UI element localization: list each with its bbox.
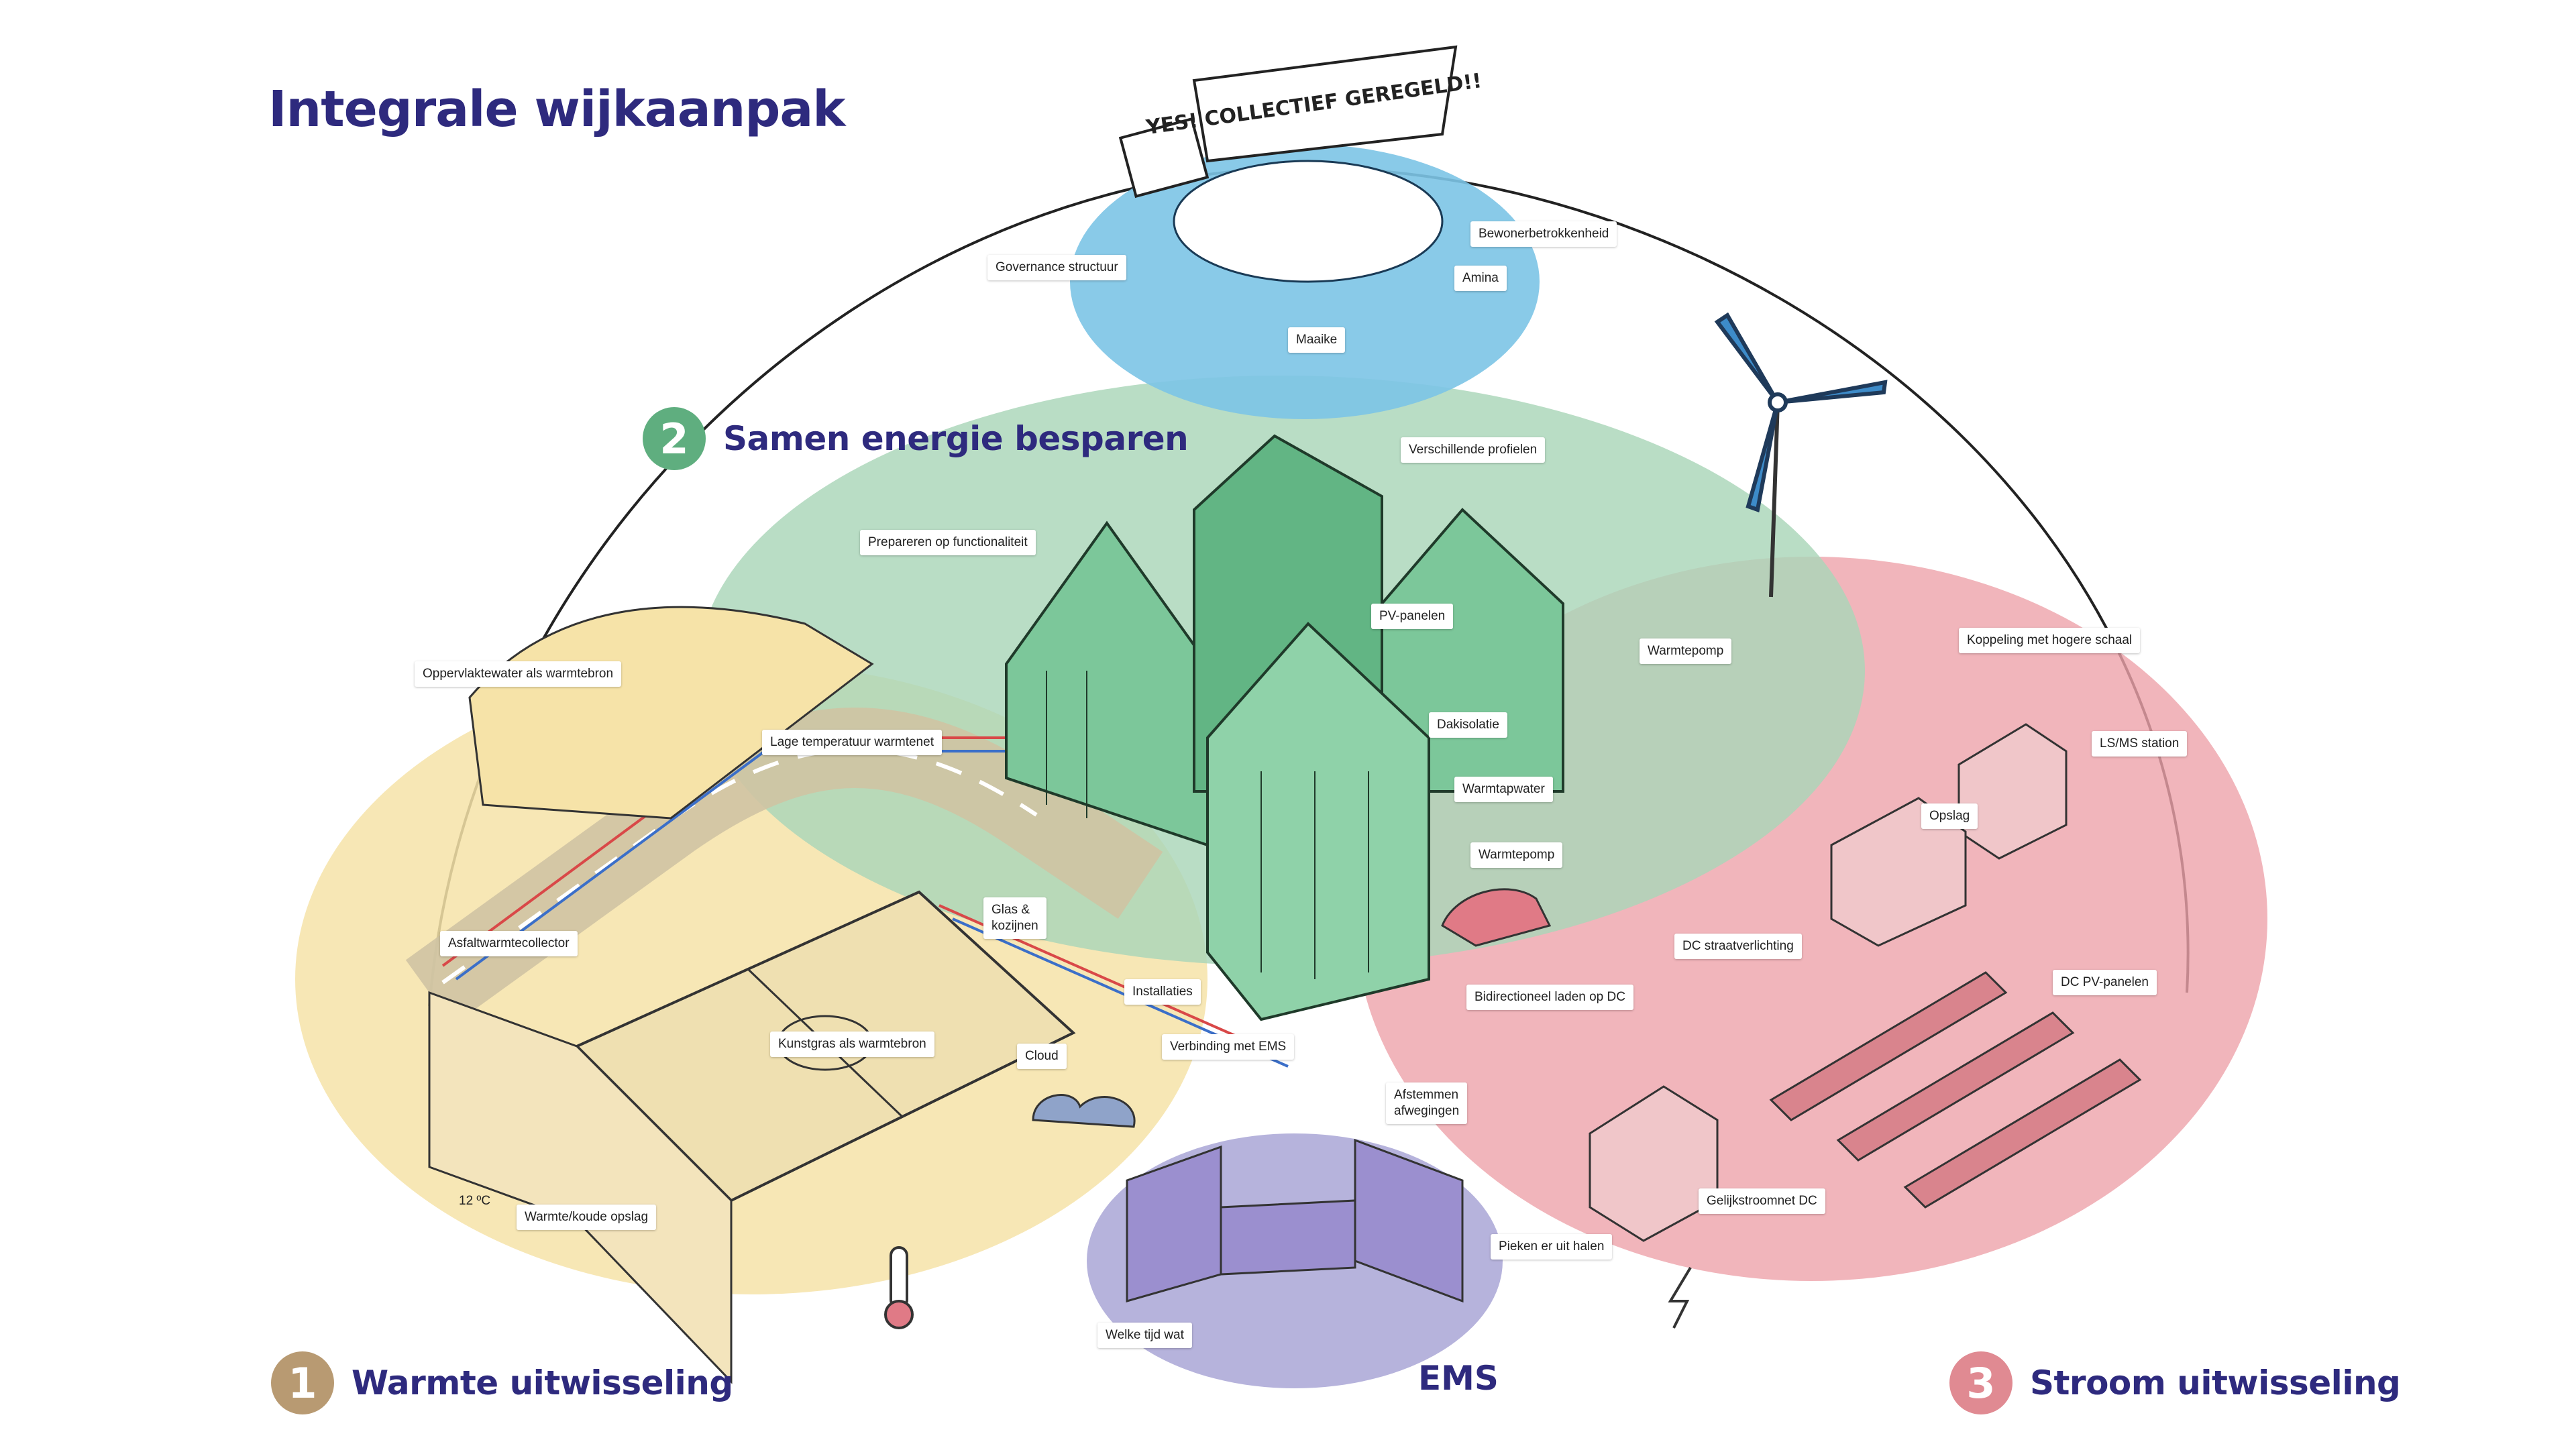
- label-warmtepomp-mid: Warmtepomp: [1470, 842, 1563, 868]
- cloud-icon: [1032, 1094, 1136, 1128]
- label-lage-temp: Lage temperatuur warmtenet: [762, 730, 942, 755]
- label-cloud: Cloud: [1017, 1044, 1067, 1069]
- label-glas: Glas & kozijnen: [983, 897, 1046, 939]
- label-amina: Amina: [1454, 266, 1507, 291]
- label-pieken: Pieken er uit halen: [1491, 1234, 1613, 1260]
- section-energy-saving: 2 Samen energie besparen: [643, 407, 1189, 470]
- section-number: 1: [271, 1351, 334, 1414]
- label-warmtepomp-top: Warmtepomp: [1640, 638, 1732, 664]
- label-afstemmen: Afstemmen afwegingen: [1386, 1082, 1468, 1124]
- label-lsms: LS/MS station: [2092, 731, 2188, 757]
- label-asfalt: Asfaltwarmtecollector: [440, 931, 578, 956]
- ems-console: [1126, 1138, 1464, 1303]
- page-title: Integrale wijkaanpak: [268, 80, 845, 138]
- ems-label: EMS: [1418, 1359, 1499, 1398]
- label-installaties: Installaties: [1124, 979, 1201, 1005]
- storage-boxes: [1589, 723, 2068, 1242]
- buildings: [1005, 434, 1564, 1021]
- hill: [468, 606, 874, 820]
- label-opslag: Opslag: [1921, 803, 1978, 829]
- label-oppervlakte: Oppervlaktewater als warmtebron: [415, 661, 622, 687]
- crowd-banner: [1118, 45, 1458, 199]
- section-power-exchange: 3 Stroom uitwisseling: [1949, 1351, 2401, 1414]
- label-warmtapwater: Warmtapwater: [1454, 777, 1553, 802]
- label-prepareren: Prepareren op functionaliteit: [860, 530, 1036, 555]
- label-verbinding: Verbinding met EMS: [1162, 1034, 1295, 1060]
- label-koppeling: Koppeling met hogere schaal: [1959, 628, 2141, 653]
- crowd: [1173, 160, 1444, 283]
- lightning-icon: [1668, 1266, 1692, 1329]
- label-gelijkstroom: Gelijkstroomnet DC: [1699, 1188, 1825, 1214]
- section-label: Stroom uitwisseling: [2030, 1363, 2401, 1402]
- section-label: Warmte uitwisseling: [352, 1363, 733, 1402]
- label-governance: Governance structuur: [987, 255, 1126, 280]
- label-warmte-koude: Warmte/koude opslag: [517, 1205, 657, 1230]
- label-pv: PV-panelen: [1371, 604, 1454, 629]
- label-kunstgras: Kunstgras als warmtebron: [770, 1032, 934, 1057]
- label-welke-tijd: Welke tijd wat: [1097, 1323, 1192, 1348]
- label-temp: 12 ºC: [459, 1194, 491, 1208]
- dc-pv-panels: [1769, 971, 2142, 1209]
- label-profielen: Verschillende profielen: [1401, 437, 1546, 463]
- label-bidirectioneel: Bidirectioneel laden op DC: [1466, 985, 1633, 1010]
- section-number: 3: [1949, 1351, 2012, 1414]
- section-label: Samen energie besparen: [723, 419, 1189, 458]
- wind-turbine-icon: [1714, 312, 1888, 598]
- label-bewoner: Bewonerbetrokkenheid: [1470, 221, 1617, 247]
- label-dc-pv: DC PV-panelen: [2053, 970, 2157, 995]
- section-heat-exchange: 1 Warmte uitwisseling: [271, 1351, 733, 1414]
- label-dakisolatie: Dakisolatie: [1429, 712, 1507, 738]
- ground-block: [428, 991, 733, 1384]
- label-dc-straat: DC straatverlichting: [1674, 934, 1802, 959]
- car-icon: [1441, 888, 1552, 947]
- section-number: 2: [643, 407, 706, 470]
- thermometer-icon: [884, 1246, 914, 1329]
- label-maaike: Maaike: [1288, 327, 1346, 353]
